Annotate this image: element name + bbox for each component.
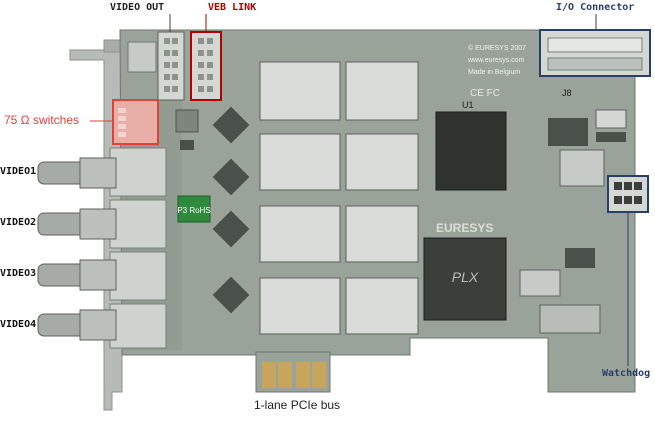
fcc-mark: CE FC xyxy=(470,88,500,99)
video2-label: VIDEO2 xyxy=(0,217,37,228)
veb-link-connector xyxy=(190,31,222,101)
switches-label: 75 Ω switches xyxy=(4,113,79,127)
pcie-bridge-chip: PLX xyxy=(423,237,507,321)
veb-link-label: VEB LINK xyxy=(208,2,257,13)
connector-j8-label: J8 xyxy=(562,88,572,98)
video1-label: VIDEO1 xyxy=(0,166,37,177)
main-chip: U1 xyxy=(435,100,507,191)
copyright-silkscreen: © EURESYS 2007 xyxy=(468,44,526,52)
memory-chips xyxy=(259,61,419,335)
io-connector-label: I/O Connector xyxy=(556,2,635,13)
callout-lines xyxy=(90,14,629,366)
video-out-label: VIDEO OUT xyxy=(110,2,165,13)
video3-label: VIDEO3 xyxy=(0,268,37,279)
rohs-badge: P3 RoHS xyxy=(177,195,211,223)
video-out-connector xyxy=(157,31,185,101)
pcie-edge-connector xyxy=(255,351,331,393)
origin-silkscreen: Made in Belgium xyxy=(468,69,520,76)
brand-silkscreen: EURESYS xyxy=(436,221,493,235)
rohs-badge-text: P3 RoHS xyxy=(177,206,210,215)
watchdog-label: Watchdog xyxy=(602,368,651,379)
decoder-chips xyxy=(212,106,250,314)
watchdog-jumpers xyxy=(607,175,649,213)
termination-switches xyxy=(112,99,159,145)
bnc-connectors xyxy=(37,147,167,349)
pcie-bridge-chip-label: PLX xyxy=(452,269,479,285)
pcie-bus-label: 1-lane PCIe bus xyxy=(254,398,341,412)
video4-label: VIDEO4 xyxy=(0,319,37,330)
io-connector xyxy=(539,29,651,77)
url-silkscreen: www.euresys.com xyxy=(467,57,525,64)
main-chip-label: U1 xyxy=(462,100,474,110)
